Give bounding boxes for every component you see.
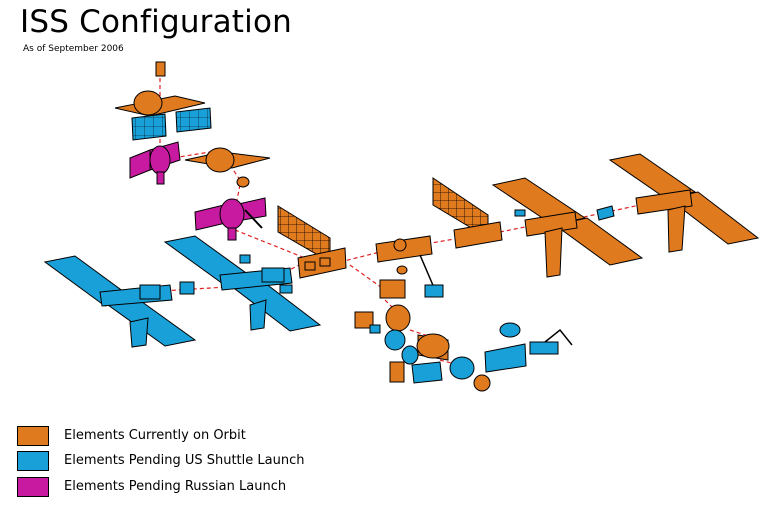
legend-label: Elements Pending US Shuttle Launch [64,453,305,468]
port-mid-solar-array [163,235,322,332]
legend-swatch [17,426,49,446]
starboard-outer-solar-array [596,153,760,253]
airlock-node [379,265,408,299]
destiny-lab-hub [375,235,444,298]
legend-item-us-shuttle: Elements Pending US Shuttle Launch [17,451,517,473]
legend-swatch [17,451,49,471]
zvezda-module [114,61,212,141]
diagram-subtitle: As of September 2006 [23,44,124,54]
legend-label: Elements Currently on Orbit [64,428,246,443]
russian-research-module [129,141,181,185]
legend-swatch [17,477,49,497]
unity-node-modules [354,304,491,392]
diagram-title: ISS Configuration [20,4,292,40]
port-solar-array [43,255,197,348]
legend-item-orbit: Elements Currently on Orbit [17,426,517,448]
legend-item-russian: Elements Pending Russian Launch [17,477,517,499]
zarya-module [184,147,271,188]
starboard-solar-array [491,177,644,278]
starboard-radiator [432,177,503,249]
lower-us-shuttle-modules [384,322,573,384]
legend-label: Elements Pending Russian Launch [64,479,287,494]
center-truss-radiator [277,205,347,279]
russian-multipurpose-module [194,197,267,241]
